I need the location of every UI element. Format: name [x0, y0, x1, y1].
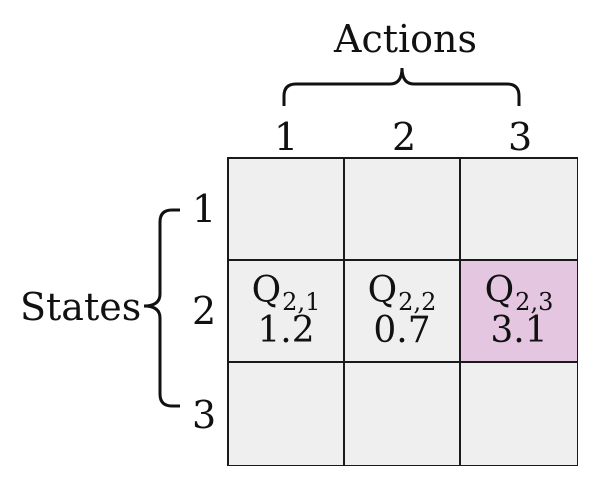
- q-subscript: 2,1: [282, 288, 321, 317]
- actions-title: Actions: [334, 17, 478, 61]
- q-subscript: 2,3: [515, 288, 554, 317]
- actions-brace: [282, 67, 521, 106]
- states-brace: [143, 208, 180, 408]
- action-number-3: 3: [508, 115, 533, 159]
- states-title: States: [20, 285, 142, 329]
- q-cell-1-2: [345, 159, 461, 261]
- q-cell-1-3: [461, 159, 577, 261]
- q-value: 0.7: [373, 310, 431, 351]
- q-symbol: Q: [484, 270, 515, 312]
- q-cell-1-1: [229, 159, 345, 261]
- q-symbol: Q: [367, 270, 398, 312]
- action-number-2: 2: [392, 115, 417, 159]
- q-subscript: 2,2: [398, 288, 437, 317]
- q-cell-3-2: [345, 363, 461, 465]
- action-number-1: 1: [274, 115, 299, 159]
- q-cell-3-1: [229, 363, 345, 465]
- state-number-1: 1: [192, 187, 217, 231]
- q-value: 3.1: [490, 310, 548, 351]
- q-value: 1.2: [257, 310, 315, 351]
- state-number-3: 3: [192, 393, 217, 437]
- state-number-2: 2: [192, 289, 217, 333]
- q-symbol: Q: [251, 270, 282, 312]
- q-cell-3-3: [461, 363, 577, 465]
